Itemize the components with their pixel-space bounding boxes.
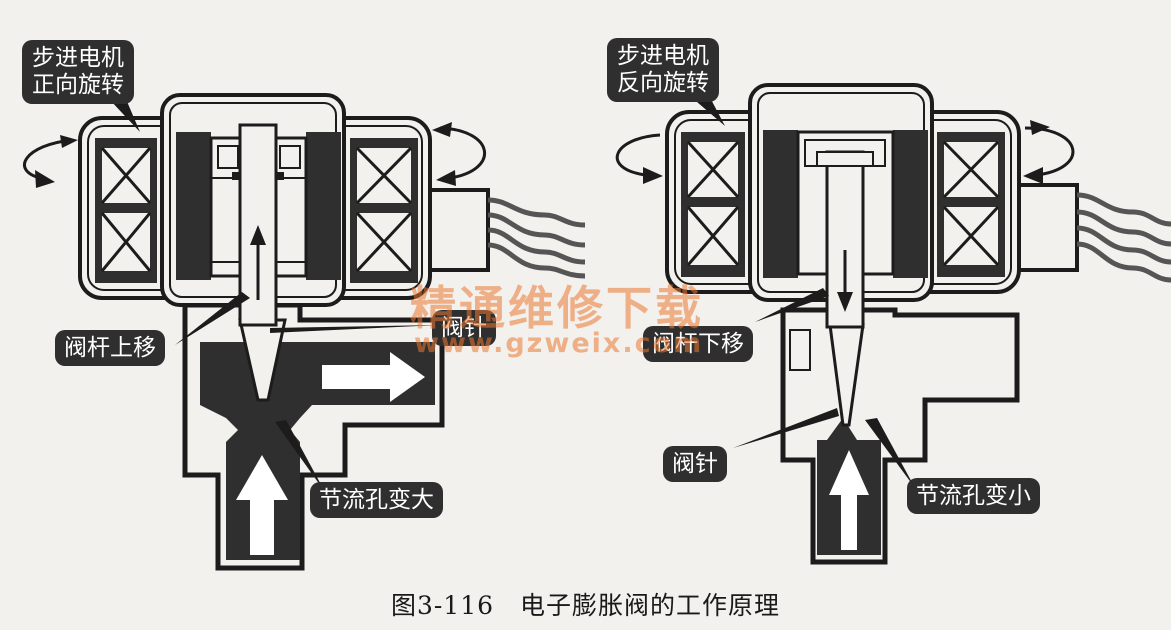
leader-needle <box>270 325 440 333</box>
lead-wires <box>487 197 585 279</box>
motor-rotation-label: 步进电机 反向旋转 <box>607 38 719 102</box>
leader-needle <box>733 408 839 448</box>
right-valve-drawing <box>615 83 1171 565</box>
stem-up-arrow <box>250 225 266 245</box>
wire-connector <box>1017 183 1079 272</box>
stem-down-arrow <box>837 292 853 312</box>
orifice-change-label: 节流孔变小 <box>907 478 1040 514</box>
stem-movement-label: 阀杆下移 <box>643 326 753 362</box>
stem-movement-label: 阀杆上移 <box>55 330 165 366</box>
left-valve-drawing <box>23 85 585 571</box>
outlet-flow-arrow <box>322 352 425 402</box>
leader-stem <box>755 288 829 322</box>
inlet-flow-arrow <box>829 450 869 550</box>
rotor-magnet-right <box>893 130 928 278</box>
rotation-arrow-left <box>615 133 661 177</box>
rotation-arrow-left <box>23 138 73 180</box>
orifice-change-label: 节流孔变大 <box>310 482 443 518</box>
motor-label-line2: 正向旋转 <box>32 72 124 98</box>
rotor-magnet-right <box>306 132 341 280</box>
wire-connector <box>428 188 490 272</box>
rotor-magnet-left <box>176 132 211 280</box>
needle-label: 阀针 <box>663 446 727 482</box>
motor-rotation-label: 步进电机 正向旋转 <box>22 40 134 104</box>
rotor-magnet-left <box>763 130 798 278</box>
leader-orifice <box>865 418 915 488</box>
inlet-flow-arrow <box>236 455 288 555</box>
rotation-arrow-right <box>1024 126 1075 177</box>
figure-caption: 图3-116 电子膨胀阀的工作原理 <box>390 591 781 620</box>
right-valve-diagram: 步进电机 反向旋转 阀杆下移 阀针 节流孔变小 <box>585 0 1171 580</box>
lead-wires <box>1076 192 1171 283</box>
motor-label-line1: 步进电机 <box>32 45 124 71</box>
leader-orifice <box>275 420 325 492</box>
motor-label-line1: 步进电机 <box>617 43 709 69</box>
motor-label-line2: 反向旋转 <box>617 70 709 96</box>
leader-stem <box>175 292 250 345</box>
rotation-arrow-right <box>439 126 487 180</box>
needle-label: 阀针 <box>432 310 496 346</box>
left-valve-diagram: 步进电机 正向旋转 阀杆上移 阀针 节流孔变大 <box>0 0 585 580</box>
